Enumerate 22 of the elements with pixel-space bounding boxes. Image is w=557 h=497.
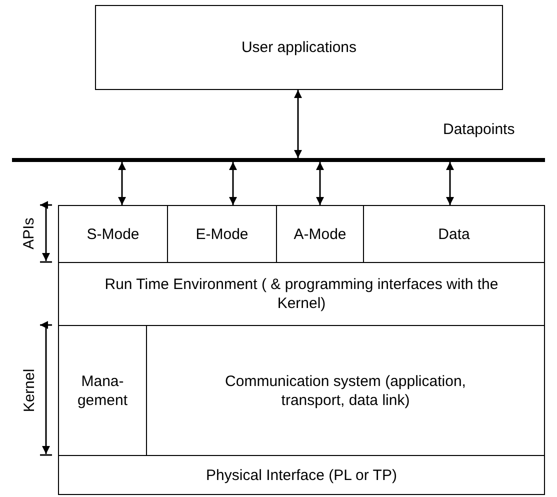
- bus-label: Datapoints: [443, 121, 515, 138]
- layer-label: Run Time Environment ( & programming interfaces with the Kernel): [104, 275, 500, 313]
- application-box: [95, 5, 503, 90]
- double-arrow: [294, 90, 302, 158]
- double-arrow: [118, 162, 126, 205]
- layer-group-label: APIs: [20, 218, 38, 250]
- double-arrow: [229, 162, 237, 205]
- double-arrow: [446, 162, 454, 205]
- double-arrow: [316, 162, 324, 205]
- layer-box: [58, 455, 545, 495]
- layer-box: [363, 205, 545, 263]
- layer-label: E-Mode: [196, 224, 248, 244]
- layer-group-label: Kernel: [20, 368, 38, 412]
- layer-label: Communication system (application, transport, data link): [224, 372, 467, 410]
- layer-label: Physical Interface (PL or TP): [206, 466, 397, 484]
- layer-box: [58, 262, 545, 326]
- layer-label: Data: [438, 224, 470, 244]
- layer-box: [58, 205, 168, 263]
- layer-label: A-Mode: [294, 224, 346, 244]
- layer-label: Mana- gement: [76, 372, 129, 410]
- layer-label: S-Mode: [86, 224, 140, 244]
- layer-label: User applications: [241, 38, 357, 57]
